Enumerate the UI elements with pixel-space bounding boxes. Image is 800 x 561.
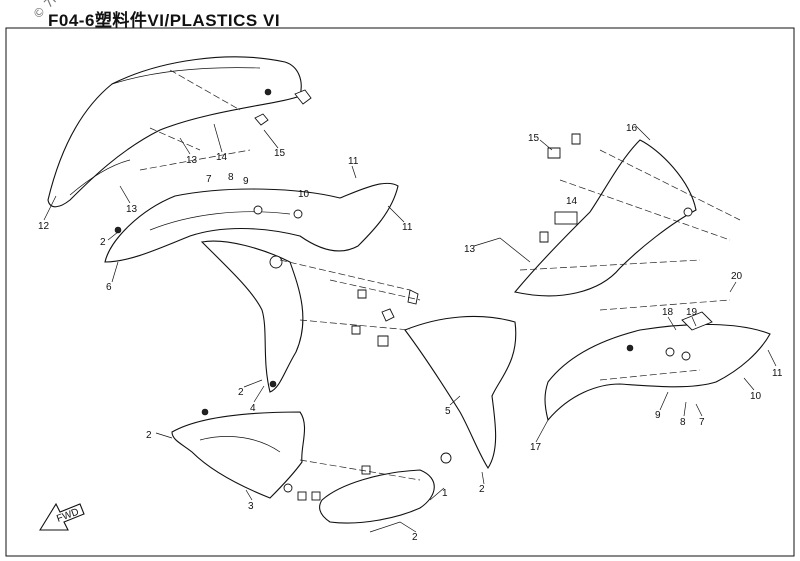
callout-8: 8 xyxy=(680,417,686,428)
callout-19: 19 xyxy=(686,307,698,318)
callout-17: 17 xyxy=(530,442,542,453)
callout-2: 2 xyxy=(479,484,485,495)
part-17-rear-side-panel xyxy=(544,311,771,422)
callout-labels: 12 13 14 15 13 7 8 9 10 11 11 2 6 2 4 2 … xyxy=(38,123,783,543)
fwd-arrow: FWD xyxy=(39,502,85,531)
callout-13: 13 xyxy=(186,155,198,166)
callout-1: 1 xyxy=(442,488,448,499)
callout-13: 13 xyxy=(464,244,476,255)
callout-15: 15 xyxy=(528,133,540,144)
callout-16: 16 xyxy=(626,123,638,134)
callout-2: 2 xyxy=(146,430,152,441)
callout-9: 9 xyxy=(243,176,249,187)
callout-10: 10 xyxy=(298,189,310,200)
callout-4: 4 xyxy=(250,403,256,414)
callout-14: 14 xyxy=(566,196,578,207)
callout-13: 13 xyxy=(126,204,138,215)
part-6-upper-side-panel xyxy=(104,182,399,263)
callout-9: 9 xyxy=(655,410,661,421)
part-3-lower-left-panel xyxy=(171,408,306,499)
callout-12: 12 xyxy=(38,221,50,232)
callout-18: 18 xyxy=(662,307,674,318)
callout-11: 11 xyxy=(402,222,413,233)
callout-2: 2 xyxy=(412,532,418,543)
callout-2: 2 xyxy=(238,387,244,398)
callout-7: 7 xyxy=(206,174,212,185)
callout-8: 8 xyxy=(228,172,234,183)
part-4-lower-fork-panel xyxy=(200,240,304,393)
diagram-frame xyxy=(5,27,795,557)
callout-10: 10 xyxy=(750,391,762,402)
part-5-center-panel xyxy=(351,289,517,470)
part-1-bottom-cover xyxy=(297,465,435,524)
callout-2: 2 xyxy=(100,237,106,248)
callout-14: 14 xyxy=(216,152,228,163)
callout-20: 20 xyxy=(731,271,743,282)
callout-6: 6 xyxy=(106,282,112,293)
callout-5: 5 xyxy=(445,406,451,417)
diagram-title: F04-6塑料件VI/PLASTICS VI xyxy=(48,11,281,30)
callout-15: 15 xyxy=(274,148,286,159)
callout-leaders xyxy=(43,123,777,533)
callout-3: 3 xyxy=(248,501,254,512)
assembly-dash-lines xyxy=(139,69,741,481)
callout-7: 7 xyxy=(699,417,705,428)
callout-11: 11 xyxy=(772,368,783,379)
part-12-front-cowl xyxy=(47,56,312,208)
part-16-rear-upper-cover xyxy=(513,133,697,297)
callout-11: 11 xyxy=(348,156,359,167)
